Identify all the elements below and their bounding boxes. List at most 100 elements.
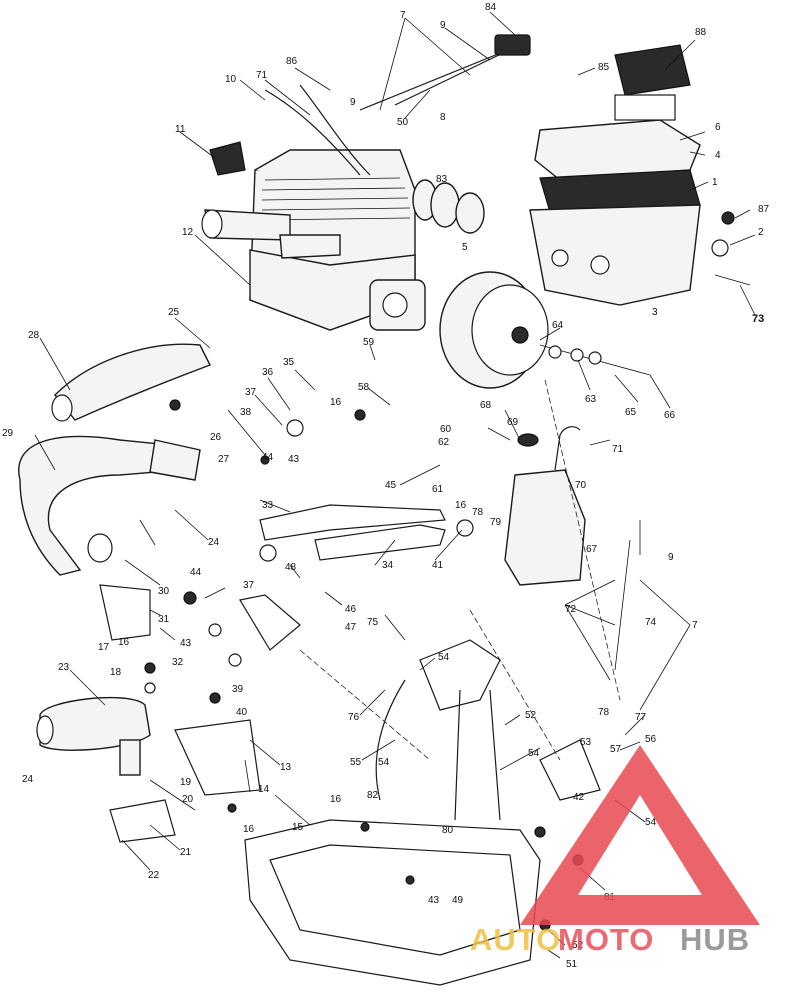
callout-84: 84 <box>485 2 497 13</box>
callout-25: 25 <box>168 307 180 318</box>
callout-41: 41 <box>432 560 444 571</box>
callout-21: 21 <box>180 847 192 858</box>
callout-43: 43 <box>428 895 440 906</box>
callout-16: 16 <box>330 794 342 805</box>
callout-82: 82 <box>367 790 379 801</box>
watermark-auto: AUTO <box>470 922 561 957</box>
watermark-triangle-logo <box>520 745 760 925</box>
callout-37: 37 <box>245 387 257 398</box>
callout-71: 71 <box>256 70 268 81</box>
callout-18: 18 <box>110 667 122 678</box>
callout-2: 2 <box>758 227 764 238</box>
callout-78: 78 <box>598 707 610 718</box>
callout-64: 64 <box>552 320 564 331</box>
callout-33: 33 <box>262 500 274 511</box>
callout-49: 49 <box>452 895 464 906</box>
callout-12: 12 <box>182 227 194 238</box>
callout-13: 13 <box>280 762 292 773</box>
chassis-frame <box>244 379 621 986</box>
callout-29: 29 <box>2 428 14 439</box>
callout-35: 35 <box>283 357 295 368</box>
callout-31: 31 <box>158 614 170 625</box>
callout-30: 30 <box>158 586 170 597</box>
callout-40: 40 <box>236 707 248 718</box>
callout-32: 32 <box>172 657 184 668</box>
callout-24: 24 <box>22 774 34 785</box>
callout-43: 43 <box>180 638 192 649</box>
callout-9: 9 <box>350 97 356 108</box>
callout-20: 20 <box>182 794 194 805</box>
callout-79: 79 <box>490 517 502 528</box>
callout-9: 9 <box>440 20 446 31</box>
callout-55: 55 <box>350 757 362 768</box>
callout-60: 60 <box>440 424 452 435</box>
callout-75: 75 <box>367 617 379 628</box>
callout-52: 52 <box>525 710 537 721</box>
callout-37: 37 <box>243 580 255 591</box>
callout-5: 5 <box>462 242 468 253</box>
callout-36: 36 <box>262 367 274 378</box>
callout-44: 44 <box>262 452 274 463</box>
callout-86: 86 <box>286 56 298 67</box>
cables-and-hoses <box>264 34 531 176</box>
callout-46: 46 <box>345 604 357 615</box>
callout-4: 4 <box>715 150 721 161</box>
callout-7: 7 <box>400 10 406 21</box>
callout-80: 80 <box>442 825 454 836</box>
callout-11: 11 <box>175 124 186 135</box>
callout-52: 52 <box>572 940 584 951</box>
airbox-assembly <box>529 44 701 306</box>
callout-1: 1 <box>712 177 718 188</box>
callout-78: 78 <box>472 507 484 518</box>
callout-labels: 7 84 88 9 85 86 10 71 9 8 6 4 11 50 83 1… <box>2 2 770 970</box>
callout-57: 57 <box>610 744 622 755</box>
callout-3: 3 <box>652 307 658 318</box>
callout-27: 27 <box>218 454 230 465</box>
callout-66: 66 <box>664 410 676 421</box>
callout-67: 67 <box>586 544 598 555</box>
callout-50: 50 <box>397 117 409 128</box>
callout-87: 87 <box>758 204 770 215</box>
callout-47: 47 <box>345 622 357 633</box>
callout-34: 34 <box>382 560 394 571</box>
callout-43: 43 <box>288 454 300 465</box>
watermark-moto: MOTO <box>558 922 654 957</box>
callout-16: 16 <box>118 637 130 648</box>
callout-76: 76 <box>348 712 360 723</box>
clutch-assembly <box>439 271 651 389</box>
automotohub-watermark: AUTO MOTO HUB <box>470 745 760 957</box>
callout-6: 6 <box>715 122 721 133</box>
watermark-hub: HUB <box>680 922 750 957</box>
callout-16: 16 <box>243 824 255 835</box>
callout-54: 54 <box>378 757 390 768</box>
callout-28: 28 <box>28 330 40 341</box>
callout-83: 83 <box>436 174 448 185</box>
callout-17: 17 <box>98 642 110 653</box>
callout-26: 26 <box>210 432 222 443</box>
callout-69: 69 <box>507 417 519 428</box>
callout-8: 8 <box>440 112 446 123</box>
callout-62: 62 <box>438 437 450 448</box>
callout-54: 54 <box>645 817 657 828</box>
callout-70: 70 <box>575 480 587 491</box>
exhaust-system <box>18 343 211 776</box>
callout-14: 14 <box>258 784 270 795</box>
callout-73: 73 <box>752 313 764 325</box>
callout-53: 53 <box>580 737 592 748</box>
callout-16: 16 <box>330 397 342 408</box>
callout-leader-lines <box>34 11 756 959</box>
callout-10: 10 <box>225 74 237 85</box>
callout-59: 59 <box>363 337 375 348</box>
callout-44: 44 <box>190 567 202 578</box>
callout-74: 74 <box>645 617 657 628</box>
callout-72: 72 <box>565 604 577 615</box>
callout-48: 48 <box>285 562 297 573</box>
callout-85: 85 <box>598 62 610 73</box>
callout-63: 63 <box>585 394 597 405</box>
callout-68: 68 <box>480 400 492 411</box>
brackets-and-mounts <box>99 504 446 843</box>
carburetor-adapter <box>412 179 485 234</box>
callout-16: 16 <box>455 500 467 511</box>
callout-15: 15 <box>292 822 304 833</box>
